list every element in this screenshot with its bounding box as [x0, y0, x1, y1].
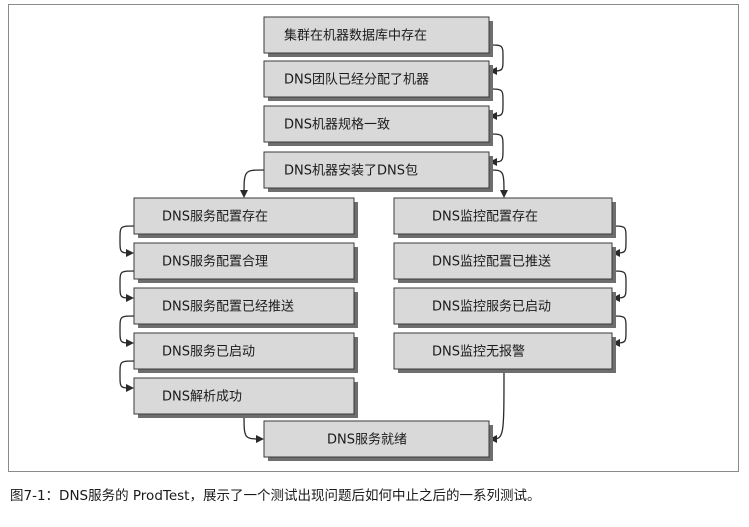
node-l5-label: DNS解析成功	[162, 390, 242, 405]
node-r4-box	[393, 332, 613, 370]
node-l3: DNS服务配置已经推送	[133, 287, 358, 328]
edge-l2-l3	[119, 270, 135, 302]
node-r1-label: DNS监控配置存在	[432, 210, 538, 225]
node-n1: 集群在机器数据库中存在	[263, 16, 493, 57]
node-l2-label: DNS服务配置合理	[162, 254, 268, 270]
node-n2-label: DNS团队已经分配了机器	[284, 73, 429, 88]
diagram-frame: 集群在机器数据库中存在 DNS团队已经分配了机器 DNS机器规格一致 DNS机器安装了…	[8, 4, 739, 472]
edge-n2-n3	[488, 88, 504, 120]
node-b1-label: DNS服务就绪	[327, 432, 407, 448]
edge-n1-n2	[488, 44, 504, 75]
node-l1: DNS服务配置存在	[133, 197, 358, 238]
edge-r2-r3	[611, 270, 627, 302]
node-l3-box	[133, 287, 355, 325]
node-r2-box	[393, 242, 613, 280]
node-b1-box	[263, 420, 490, 458]
edge-l1-l2	[119, 225, 135, 257]
node-n4-box	[263, 151, 490, 189]
edge-n4-l1	[240, 169, 265, 198]
edge-l4-l5	[119, 360, 135, 392]
node-n2: DNS团队已经分配了机器	[263, 60, 493, 101]
edge-r1-r2	[611, 225, 627, 257]
node-r2: DNS监控配置已推送	[393, 242, 616, 283]
node-n3-label: DNS机器规格一致	[284, 117, 390, 133]
flowchart: 集群在机器数据库中存在 DNS团队已经分配了机器 DNS机器规格一致 DNS机器安装了…	[119, 16, 627, 461]
node-r3-box	[393, 287, 613, 325]
node-l1-box	[133, 197, 355, 235]
edge-l5-b1	[243, 413, 264, 443]
edge-n3-n4	[488, 133, 504, 166]
node-r1: DNS监控配置存在	[393, 197, 616, 238]
node-n1-label: 集群在机器数据库中存在	[284, 28, 427, 44]
node-n4-label: DNS机器安装了DNS包	[284, 164, 418, 179]
node-b1: DNS服务就绪	[263, 420, 493, 461]
node-n1-box	[263, 16, 490, 54]
node-r1-box	[393, 197, 613, 235]
node-r4: DNS监控无报警	[393, 332, 616, 373]
node-l3-label: DNS服务配置已经推送	[162, 299, 294, 315]
node-l5-box	[133, 377, 355, 415]
figure-caption: 图7-1：DNS服务的 ProdTest，展示了一个测试出现问题后如何中止之后的…	[10, 488, 541, 504]
node-l2-box	[133, 242, 355, 280]
node-l1-label: DNS服务配置存在	[162, 209, 268, 225]
node-l4-box	[133, 332, 355, 370]
node-n3: DNS机器规格一致	[263, 105, 493, 146]
edge-r3-r4	[611, 315, 627, 347]
node-n2-box	[263, 60, 490, 98]
node-l4: DNS服务已启动	[133, 332, 358, 373]
node-r3: DNS监控服务已启动	[393, 287, 616, 328]
node-l4-label: DNS服务已启动	[162, 344, 255, 360]
node-r4-label: DNS监控无报警	[432, 344, 525, 360]
node-l5: DNS解析成功	[133, 377, 358, 418]
node-l2: DNS服务配置合理	[133, 242, 358, 283]
node-n4: DNS机器安装了DNS包	[263, 151, 493, 192]
node-n3-box	[263, 105, 490, 143]
node-r3-label: DNS监控服务已启动	[432, 299, 551, 315]
nodes: 集群在机器数据库中存在 DNS团队已经分配了机器 DNS机器规格一致 DNS机器安装了…	[133, 16, 616, 461]
connectors	[119, 44, 627, 443]
edge-l3-l4	[119, 315, 135, 347]
node-r2-label: DNS监控配置已推送	[432, 255, 551, 270]
edge-r4-b1	[489, 368, 505, 443]
